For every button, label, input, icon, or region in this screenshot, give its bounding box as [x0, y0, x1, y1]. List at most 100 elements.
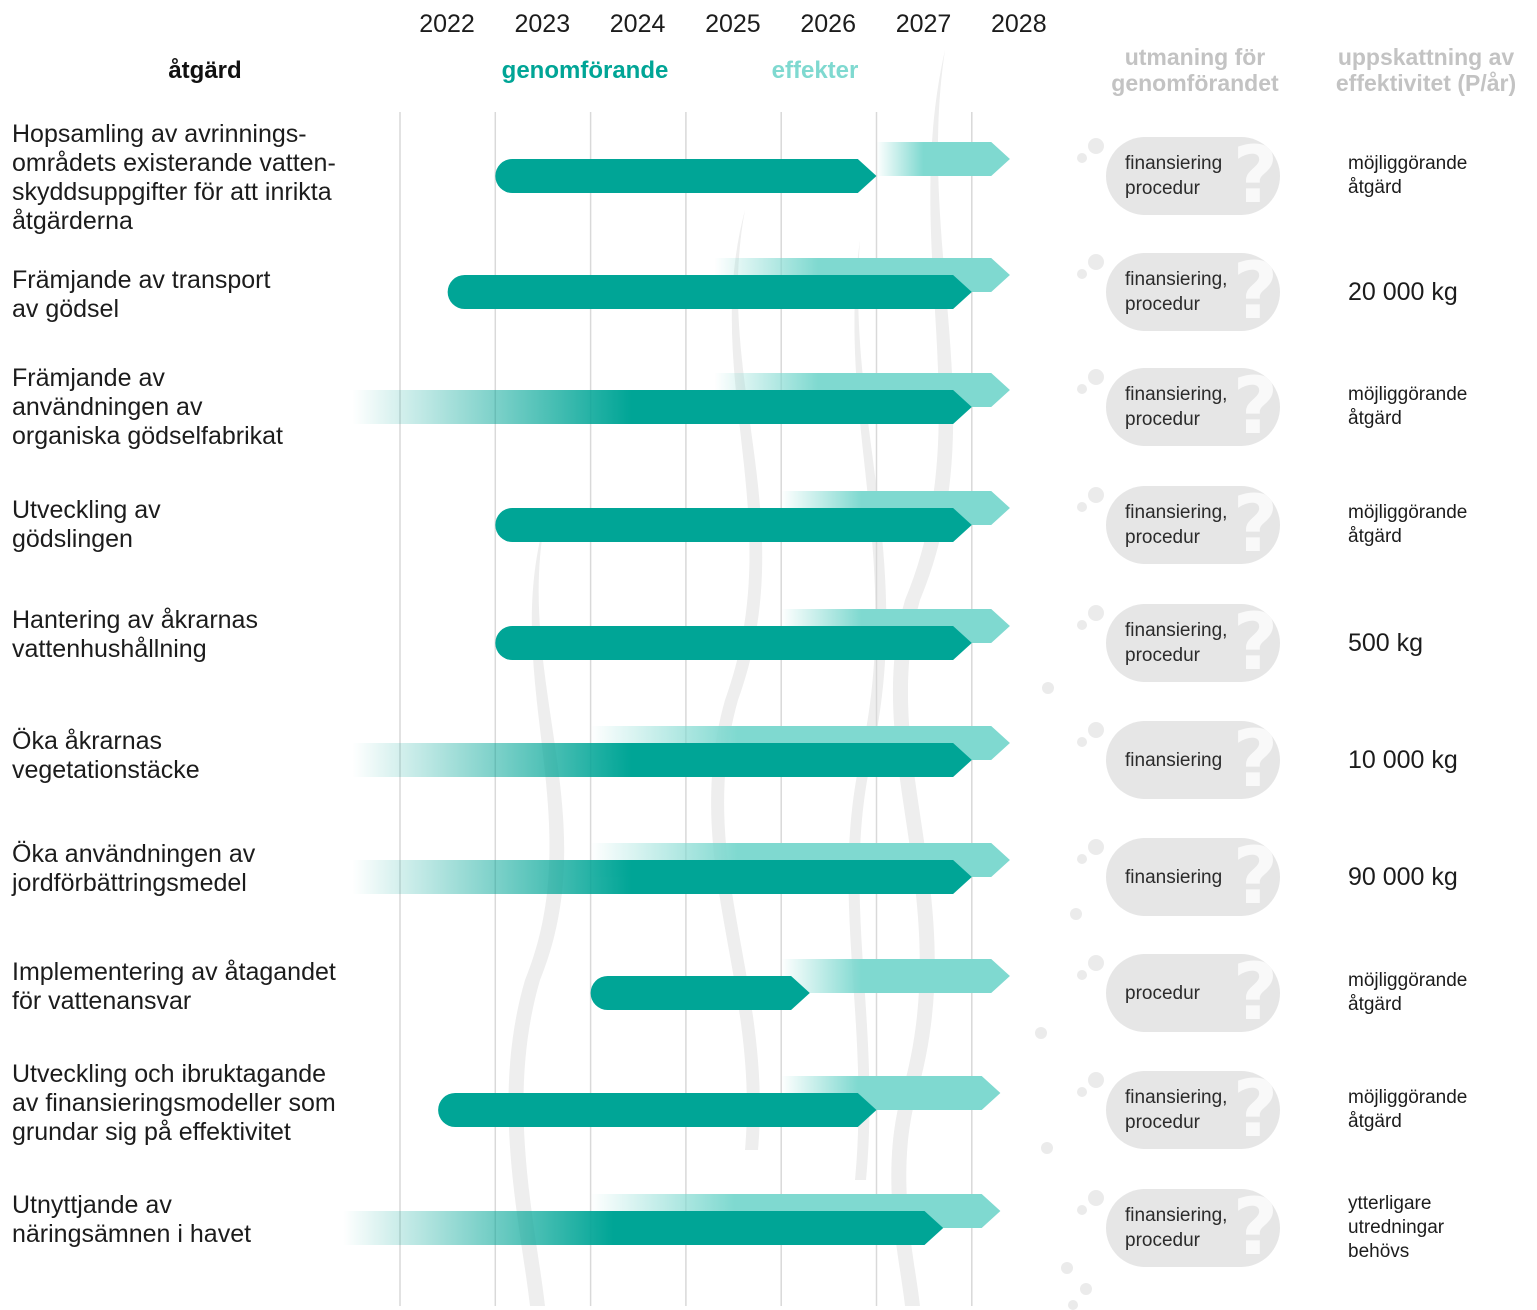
implementation-bar [495, 626, 972, 660]
challenge-text: finansiering, procedur [1125, 620, 1228, 666]
question-mark-icon: ? [1232, 838, 1278, 916]
implementation-bar [438, 1093, 877, 1127]
bubble-decoration [1088, 138, 1104, 154]
bubble-decoration [1041, 1142, 1053, 1154]
question-mark-icon: ? [1232, 721, 1278, 799]
bubble-decoration [1061, 1262, 1073, 1274]
efficiency-value: möjliggörande åtgärd [1348, 970, 1468, 1015]
measure-label: Utnyttjande av näringsämnen i havet [12, 1191, 252, 1248]
x-tick-label: 2025 [705, 10, 761, 38]
challenge-pill: ? procedur [1106, 954, 1280, 1032]
x-tick-label: 2026 [800, 10, 856, 38]
bubble-decoration [1077, 970, 1087, 980]
bubble-decoration [1077, 737, 1087, 747]
bubble-decoration [1088, 955, 1104, 971]
challenge-pill: ?finansiering procedur [1106, 137, 1280, 215]
implementation-bar [447, 275, 972, 309]
challenge-pill: ?finansiering, procedur [1106, 1189, 1280, 1267]
challenge-text: finansiering, procedur [1125, 1087, 1228, 1133]
bubble-decoration [1077, 384, 1087, 394]
challenge-text: finansiering, procedur [1125, 502, 1228, 548]
challenge-pill: ?finansiering, procedur [1106, 368, 1280, 446]
implementation-bar [590, 976, 810, 1010]
bubble-decoration [1077, 502, 1087, 512]
challenge-text: finansiering, procedur [1125, 1205, 1228, 1251]
measure-label: Hantering av åkrarnas vattenhushållning [12, 606, 258, 663]
challenge-pill: ?finansiering, procedur [1106, 486, 1280, 564]
header-implementation: genomförande [501, 57, 669, 84]
question-mark-icon: ? [1232, 137, 1278, 215]
header-efficiency: uppskattning av effektivitet (P/år) [1335, 44, 1517, 96]
implementation-bar [352, 743, 972, 777]
bubble-decoration [1070, 908, 1082, 920]
bubble-decoration [1088, 1072, 1104, 1088]
bubble-decoration [1077, 153, 1087, 163]
measure-label: Hopsamling av avrinnings- områdets exist… [12, 120, 336, 235]
question-mark-icon: ? [1232, 1071, 1278, 1149]
measure-label: Öka användningen av jordförbättringsmede… [12, 840, 256, 897]
efficiency-value: möjliggörande åtgärd [1348, 153, 1468, 198]
bubble-decoration [1077, 1205, 1087, 1215]
challenge-pill: ? finansiering [1106, 721, 1280, 799]
challenge-text: finansiering [1125, 749, 1223, 771]
efficiency-value: 10 000 kg [1348, 746, 1458, 774]
bubble-decoration [1088, 605, 1104, 621]
question-mark-icon: ? [1232, 954, 1278, 1032]
implementation-bar [495, 508, 972, 542]
bubble-decoration [1077, 854, 1087, 864]
x-tick-label: 2028 [990, 10, 1047, 38]
x-tick-label: 2024 [609, 10, 666, 38]
effect-bar [876, 142, 1010, 176]
challenge-pill: ?finansiering, procedur [1106, 1071, 1280, 1149]
bubble-decoration [1088, 487, 1104, 503]
bubble-decoration [1088, 722, 1104, 738]
question-mark-icon: ? [1232, 604, 1278, 682]
measure-label: Utveckling av gödslingen [12, 496, 161, 553]
effect-bar [781, 959, 1010, 993]
header-effects: effekter [771, 57, 859, 84]
challenge-text: finansiering procedur [1125, 153, 1223, 199]
bubble-decoration [1088, 1190, 1104, 1206]
bubble-decoration [1042, 682, 1054, 694]
bubble-decoration [1077, 269, 1087, 279]
efficiency-value: 20 000 kg [1348, 278, 1458, 306]
efficiency-value: möjliggörande åtgärd [1348, 502, 1468, 547]
implementation-bar [352, 860, 972, 894]
bubble-decoration [1035, 1027, 1047, 1039]
x-tick-label: 2027 [895, 10, 952, 38]
measure-label: Främjande av användningen av organiska g… [12, 364, 283, 450]
x-tick-label: 2023 [514, 10, 571, 38]
bars [342, 142, 1010, 1245]
efficiency-value: möjliggörande åtgärd [1348, 384, 1468, 429]
challenge-pill: ?finansiering, procedur [1106, 604, 1280, 682]
efficiency-value: ytterligare utredningar behövs [1348, 1193, 1445, 1262]
bubble-decoration [1088, 839, 1104, 855]
challenge-pill: ? finansiering [1106, 838, 1280, 916]
bubble-decoration [1088, 254, 1104, 270]
question-mark-icon: ? [1232, 253, 1278, 331]
x-tick-label: 2022 [419, 10, 475, 38]
measure-label: Implementering av åtagandet för vattenan… [12, 958, 336, 1015]
measure-label: Utveckling och ibruktagande av finansier… [12, 1060, 336, 1146]
challenge-text: finansiering [1125, 866, 1223, 888]
question-mark-icon: ? [1232, 486, 1278, 564]
challenge-text: finansiering, procedur [1125, 384, 1228, 430]
implementation-bar [495, 159, 877, 193]
bubble-decoration [1088, 369, 1104, 385]
header-measure: åtgärd [168, 57, 242, 84]
challenge-text: procedur [1125, 982, 1200, 1004]
header-challenge: utmaning för genomförandet [1111, 44, 1279, 96]
bubble-decoration [1080, 1283, 1092, 1295]
efficiency-value: 500 kg [1348, 629, 1424, 657]
challenge-text: finansiering, procedur [1125, 269, 1228, 315]
measure-label: Främjande av transport av gödsel [12, 266, 271, 323]
bubble-decoration [1068, 1300, 1078, 1310]
bubble-decoration [1077, 1087, 1087, 1097]
bubble-decoration [1077, 620, 1087, 630]
challenge-pill: ?finansiering, procedur [1106, 253, 1280, 331]
question-mark-icon: ? [1232, 1189, 1278, 1267]
measure-label: Öka åkrarnas vegetationstäcke [12, 727, 200, 784]
implementation-bar [342, 1211, 944, 1245]
efficiency-value: 90 000 kg [1348, 863, 1458, 891]
